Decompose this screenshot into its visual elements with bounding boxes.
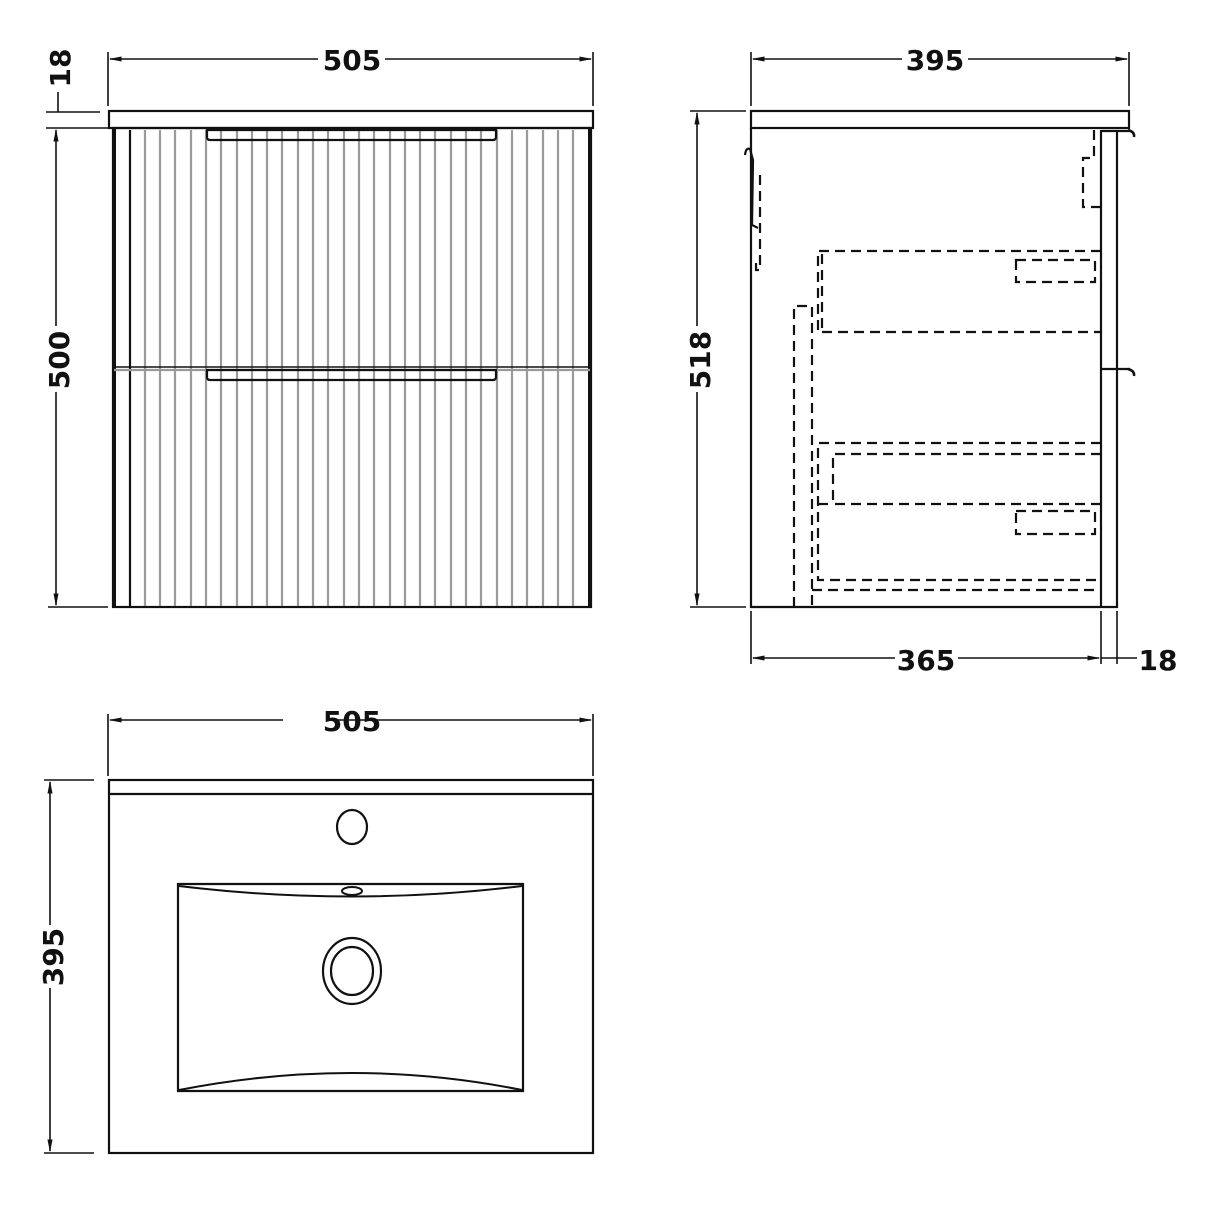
side-depth-label: 395 [906,44,964,77]
rear-panel-hidden [792,304,814,607]
side-front-thickness-label: 18 [1139,644,1178,677]
side-height-dimension: 518 [684,110,746,608]
plan-depth-label: 395 [37,928,70,986]
tap-hole [335,808,369,846]
waste-outlet-inner [329,945,375,997]
side-height-label: 518 [684,331,717,389]
front-height-label: 500 [43,331,76,389]
plan-depth-dimension: 395 [37,779,94,1154]
bottom-drawer-handle [205,368,498,382]
front-worktop-thickness-dimension: 18 [44,49,108,129]
waste-outlet-outer [321,936,383,1006]
plan-width-label: 505 [323,705,381,738]
front-worktop [107,109,595,130]
side-worktop [749,109,1131,130]
front-height-dimension: 500 [43,128,108,608]
side-depth-dimension: 395 [750,44,1130,106]
side-body-depth-label: 365 [897,644,955,677]
side-view: 395 518 [684,44,1177,677]
front-worktop-thickness-label: 18 [44,49,77,88]
basin-outline [107,778,595,1155]
plan-width-dimension: 505 [107,705,594,776]
basin-bowl [176,882,525,1093]
top-drawer-handle [205,128,498,142]
fluted-slats [143,130,575,606]
front-width-dimension: 505 [107,44,594,106]
upper-drawer-hidden [816,249,1101,334]
side-body-depth-dimension: 365 18 [750,611,1178,677]
front-view: 505 18 500 [43,44,595,609]
front-width-label: 505 [323,44,381,77]
overflow-slot [341,886,363,896]
lower-drawer-hidden [816,441,1101,582]
plan-view: 505 395 [37,705,595,1155]
wall-hanging-bracket [743,147,759,229]
